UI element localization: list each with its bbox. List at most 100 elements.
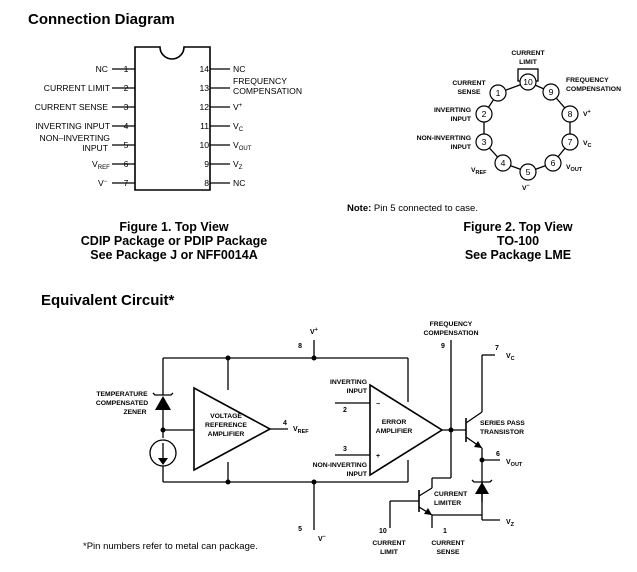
circuit-vref-label: VREF xyxy=(293,426,309,435)
circuit-pin7: 7 xyxy=(495,345,499,352)
dip-pin-4-label: INVERTING INPUT xyxy=(35,121,111,131)
can-pin-6: 6 xyxy=(544,154,562,172)
dip-pin-2-label: CURRENT LIMIT xyxy=(44,83,111,93)
dip-pin-1-num: 1 xyxy=(124,64,129,74)
dip-pin-7: V− 7 xyxy=(98,178,135,188)
can-current-limit-line2: LIMIT xyxy=(519,59,538,66)
circuit-current-sense-line1: CURRENT xyxy=(431,540,465,547)
can-inverting-line2: INPUT xyxy=(451,116,472,123)
dip-pin-12: 12 V+ xyxy=(199,102,242,112)
dip-pin-13-label-line1: FREQUENCY xyxy=(233,76,287,86)
dip-pin-11-label: VC xyxy=(233,121,244,133)
circuit-pin1: 1 xyxy=(443,528,447,535)
ea-minus-sign: − xyxy=(376,401,380,408)
series-pass-line1: SERIES PASS xyxy=(480,420,525,427)
circuit-vout-label: VOUT xyxy=(506,459,523,468)
metal-can-footnote: *Pin numbers refer to metal can package. xyxy=(83,541,258,552)
dip-pin-14: 14 NC xyxy=(199,64,245,74)
dip-pin-7-num: 7 xyxy=(124,178,129,188)
circuit-vc-label: VC xyxy=(506,353,515,362)
circuit-current-sense-line2: SENSE xyxy=(436,549,460,556)
circuit-current-limit-line2: LIMIT xyxy=(380,549,399,556)
svg-text:7: 7 xyxy=(568,137,573,147)
circuit-pin4: 4 xyxy=(283,420,287,427)
svg-text:5: 5 xyxy=(526,167,531,177)
dip-pin-13: 13 FREQUENCY COMPENSATION xyxy=(199,76,302,96)
dip-pin-13-num: 13 xyxy=(199,83,209,93)
to100-can-diagram: CURRENT LIMIT 10 1 9 2 8 3 7 4 6 5 CURRE… xyxy=(417,50,621,192)
dip-package-diagram: NC 1 CURRENT LIMIT 2 CURRENT SENSE 3 INV… xyxy=(35,46,302,191)
vra-label-line3: AMPLIFIER xyxy=(208,431,245,438)
can-pin-5: 5 xyxy=(519,163,537,181)
dip-pin-11: 11 VC xyxy=(200,121,244,133)
dip-pin-5-num: 5 xyxy=(124,140,129,150)
dip-pin-5: NON–INVERTING INPUT 5 xyxy=(39,133,135,153)
dip-pin-8-label: NC xyxy=(233,178,245,188)
equivalent-circuit: V+ 8 5 V− TEMPERATURE COMPENSATED ZENER xyxy=(96,321,525,556)
dip-pin-12-num: 12 xyxy=(199,102,209,112)
can-frequency-line1: FREQUENCY xyxy=(566,77,609,84)
dip-pin-5-label-line2: INPUT xyxy=(82,143,109,153)
can-inverting-line1: INVERTING xyxy=(434,107,471,114)
dip-pin-8-num: 8 xyxy=(204,178,209,188)
figure2-caption-line2: TO-100 xyxy=(497,234,539,248)
dip-pin-2-num: 2 xyxy=(124,83,129,93)
can-current-sense-line2: SENSE xyxy=(457,89,481,96)
dip-pin-11-num: 11 xyxy=(200,121,209,131)
can-pin-1: 1 xyxy=(489,84,507,102)
svg-text:3: 3 xyxy=(482,137,487,147)
svg-text:9: 9 xyxy=(549,87,554,97)
svg-text:2: 2 xyxy=(482,109,487,119)
figure2-caption-line1: Figure 2. Top View xyxy=(463,220,573,234)
dip-pin-14-label: NC xyxy=(233,64,245,74)
circuit-vz-label: VZ xyxy=(506,519,515,528)
series-pass-line2: TRANSISTOR xyxy=(480,429,524,436)
can-pin-8: 8 xyxy=(561,105,579,123)
circuit-pin3: 3 xyxy=(343,446,347,453)
can-pin-2: 2 xyxy=(475,105,493,123)
dip-pin-10-label: VOUT xyxy=(233,140,252,152)
zener-label-line1: TEMPERATURE xyxy=(96,391,148,398)
svg-text:8: 8 xyxy=(568,109,573,119)
can-current-sense-line1: CURRENT xyxy=(452,80,486,87)
output-zener-symbol xyxy=(475,482,489,494)
ea-noninverting-line1: NON-INVERTING xyxy=(313,462,367,469)
svg-text:4: 4 xyxy=(501,158,506,168)
can-current-limit-line1: CURRENT xyxy=(511,50,545,57)
ea-label-line2: AMPLIFIER xyxy=(376,428,413,435)
dip-pin-9-label: VZ xyxy=(233,159,243,171)
dip-pin-5-label-line1: NON–INVERTING xyxy=(39,133,110,143)
can-noninverting-line2: INPUT xyxy=(451,144,472,151)
zener-label-line3: ZENER xyxy=(123,409,146,416)
can-pin-3: 3 xyxy=(475,133,493,151)
current-limiter-line1: CURRENT xyxy=(434,491,468,498)
zener-diode-symbol xyxy=(155,396,171,410)
svg-text:1: 1 xyxy=(496,88,501,98)
can-pin-10: 10 xyxy=(519,73,537,91)
vra-label-line1: VOLTAGE xyxy=(210,413,242,420)
circuit-freq-line2: COMPENSATION xyxy=(423,330,478,337)
error-amplifier xyxy=(369,383,444,477)
dip-pin-12-label: V+ xyxy=(233,102,243,112)
svg-text:6: 6 xyxy=(551,158,556,168)
ea-label-line1: ERROR xyxy=(382,419,407,426)
dip-pin-6: VREF 6 xyxy=(92,159,135,171)
circuit-vplus-label: V+ xyxy=(310,327,318,336)
figure1-caption-line2: CDIP Package or PDIP Package xyxy=(81,234,267,248)
can-vc-label: VC xyxy=(583,140,592,149)
can-frequency-line2: COMPENSATION xyxy=(566,86,621,93)
circuit-pin6: 6 xyxy=(496,451,500,458)
can-vminus-label: V− xyxy=(522,183,530,192)
dip-pin-3-label: CURRENT SENSE xyxy=(35,102,109,112)
circuit-pin10: 10 xyxy=(379,528,387,535)
ea-plus-sign: + xyxy=(376,453,380,460)
can-pin-7: 7 xyxy=(561,133,579,151)
dip-pin-13-label-line2: COMPENSATION xyxy=(233,86,302,96)
dip-pin-10: 10 VOUT xyxy=(199,140,251,152)
ea-inverting-line2: INPUT xyxy=(347,388,368,395)
svg-text:10: 10 xyxy=(523,77,533,87)
dip-pin-3: CURRENT SENSE 3 xyxy=(35,102,135,112)
connection-diagram-heading: Connection Diagram xyxy=(28,11,175,28)
dip-pin-7-label: V− xyxy=(98,178,108,188)
